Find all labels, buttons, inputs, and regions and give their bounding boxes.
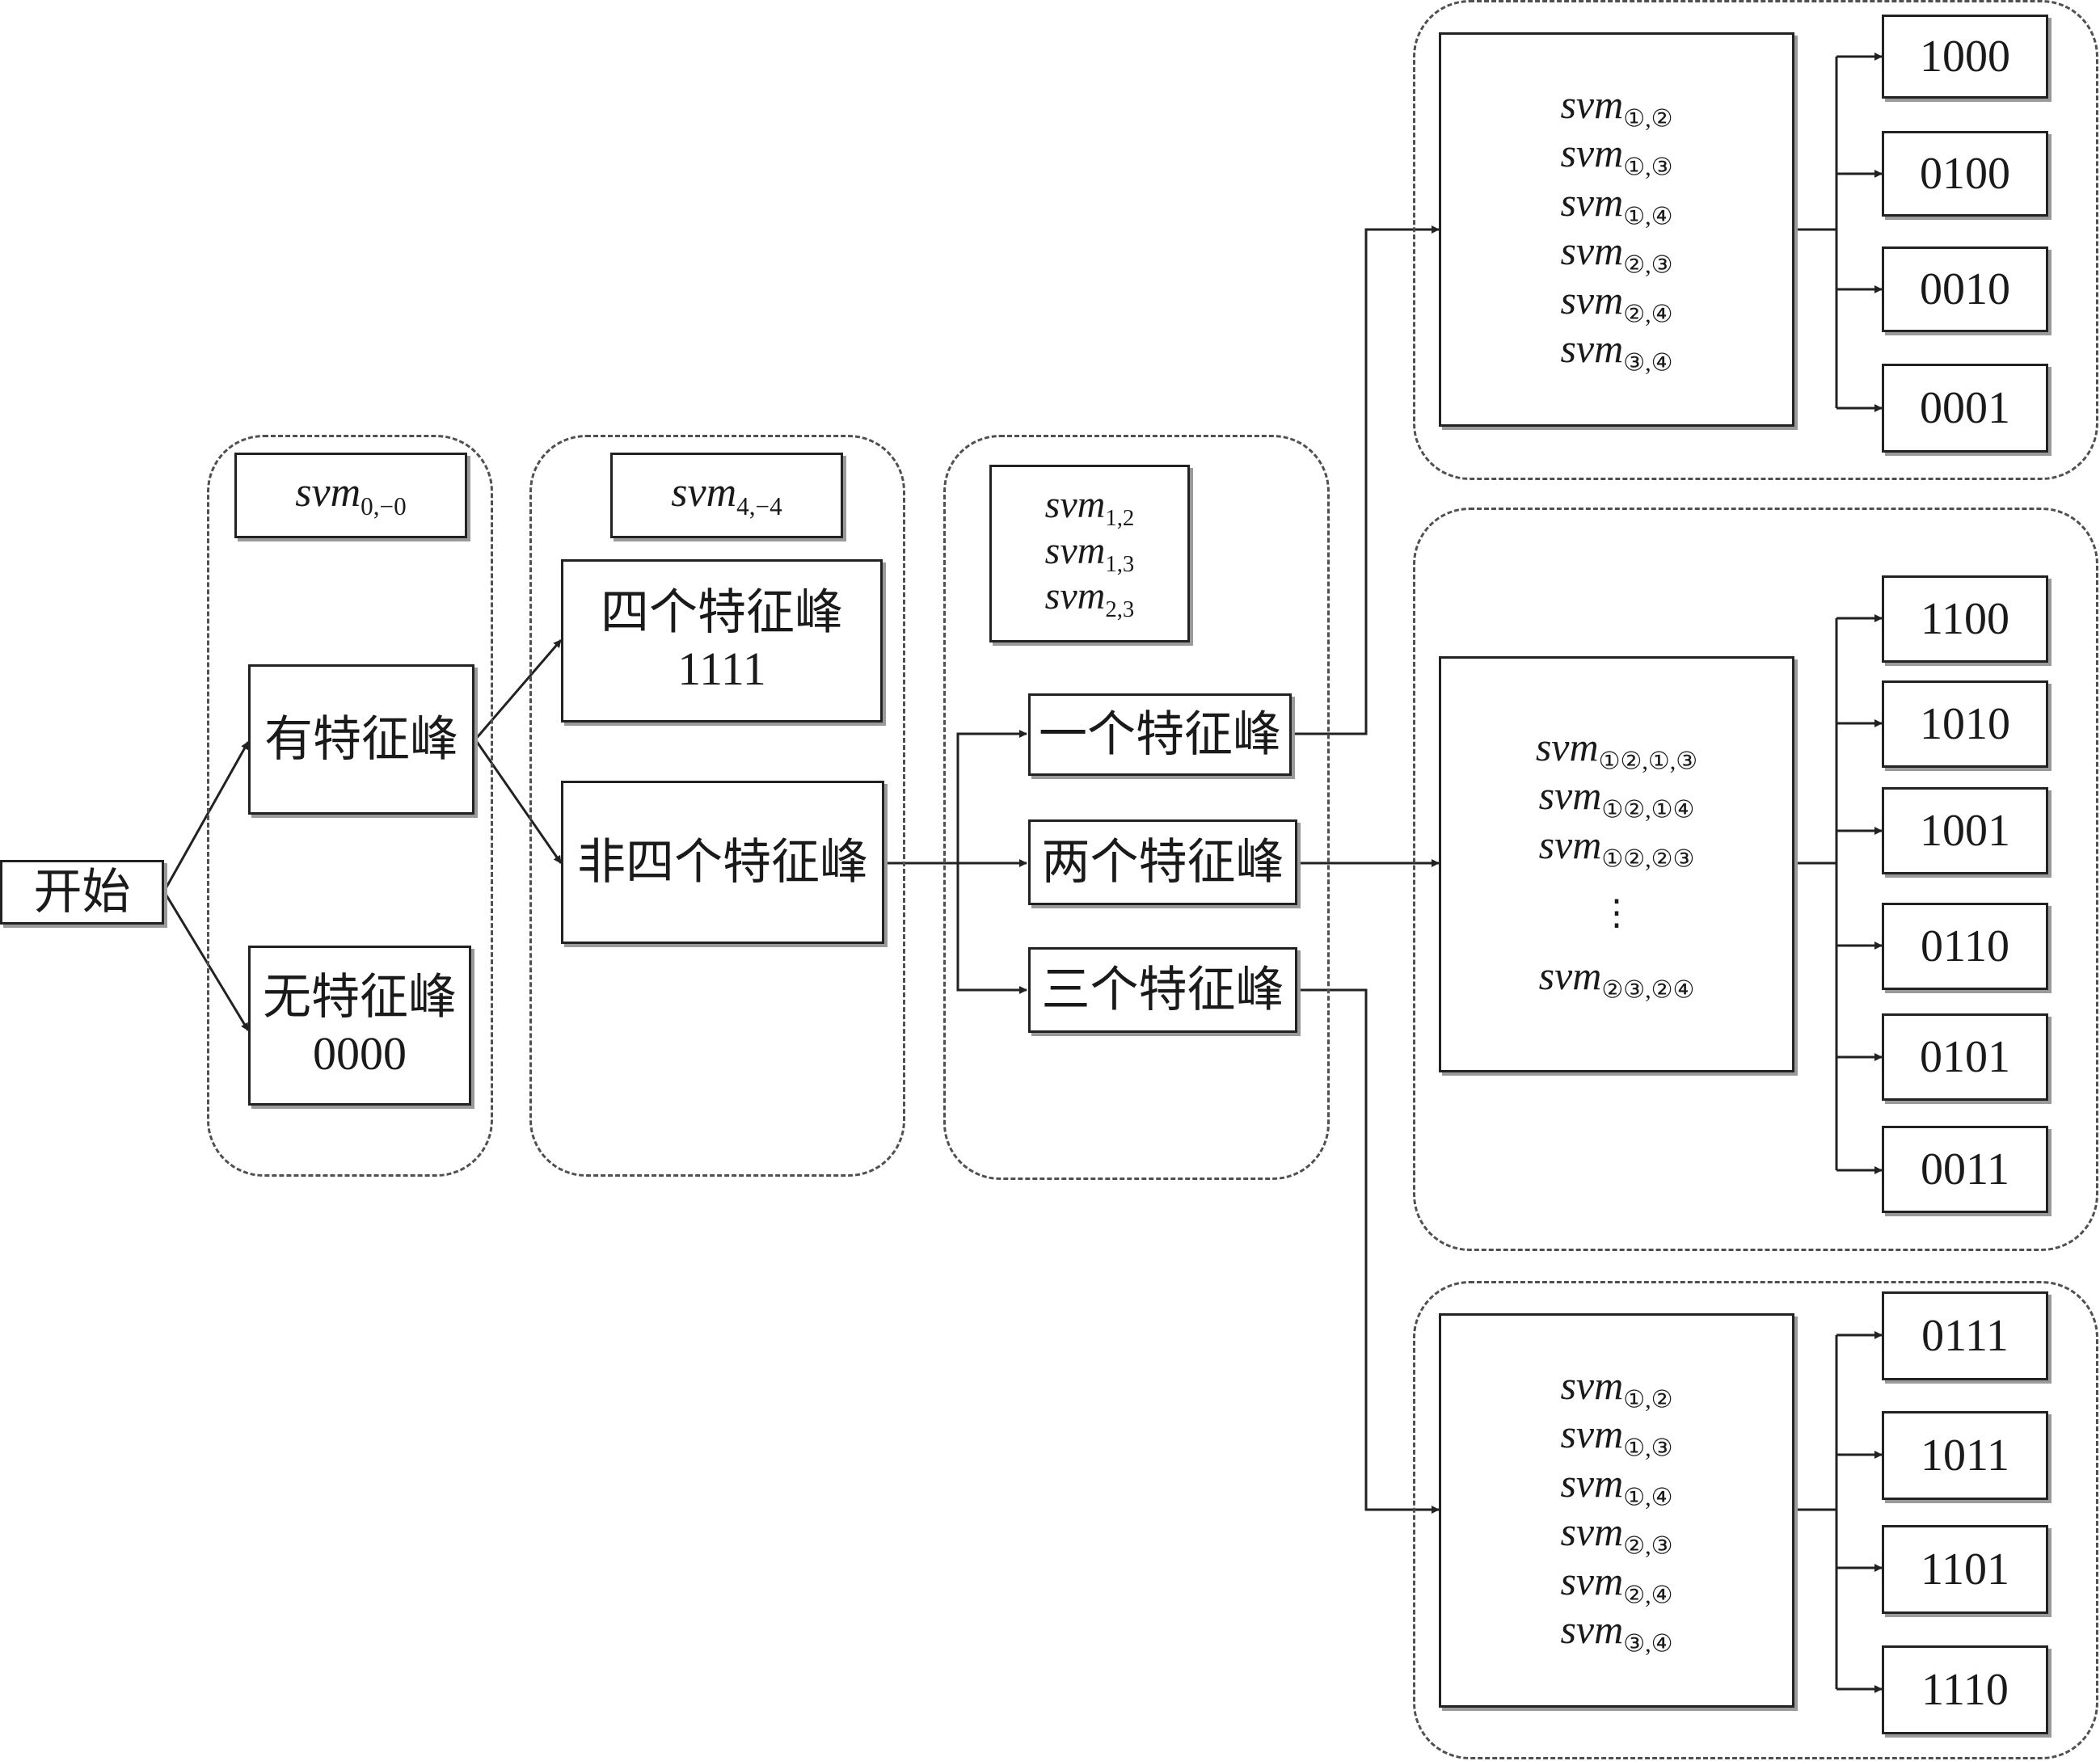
output-code-box: 1000: [1882, 15, 2048, 99]
has-peak-to-not-four-arrow: [474, 739, 563, 864]
has-peak-label: 有特征峰: [264, 710, 458, 768]
four-peaks-code: 1111: [677, 642, 766, 696]
no-peak-label: 无特征峰: [263, 969, 457, 1026]
output-code-box: 1100: [1882, 575, 2048, 663]
one-peak-svm-item: svm③,④: [1560, 326, 1673, 377]
three-peak-svm-item: svm①,④: [1560, 1460, 1673, 1510]
stage3-svm-item: svm1,2: [1044, 482, 1135, 531]
one-peak-label: 一个特征峰: [1039, 706, 1281, 763]
two-peak-svm-item: svm①②,①④: [1538, 773, 1695, 824]
stage3-svm-box: svm1,2 svm1,3 svm2,3: [989, 465, 1190, 642]
has-peak-to-four-peaks-arrow: [474, 639, 563, 740]
not-four-peaks-node: 非四个特征峰: [561, 781, 884, 944]
start-label: 开始: [33, 863, 131, 921]
one-peak-classifier-box: svm①,② svm①,③ svm①,④ svm②,③ svm②,④ svm③,…: [1439, 32, 1794, 427]
output-code-box: 1010: [1882, 680, 2048, 768]
stage3-svm-item: svm2,3: [1044, 575, 1135, 623]
output-code-box: 0101: [1882, 1013, 2048, 1101]
output-code-box: 1101: [1882, 1525, 2048, 1614]
three-peak-svm-item: svm①,②: [1560, 1362, 1673, 1413]
vertical-ellipsis: ⋮: [1599, 893, 1634, 933]
not-four-peaks-label: 非四个特征峰: [577, 833, 868, 891]
one-peak-svm-item: svm②,④: [1560, 276, 1673, 327]
one-peak-svm-item: svm①,②: [1560, 81, 1673, 132]
three-peak-svm-item: svm②,④: [1560, 1557, 1673, 1608]
three-peak-svm-item: svm③,④: [1560, 1607, 1673, 1658]
three-peak-svm-item: svm①,③: [1560, 1411, 1673, 1462]
two-peak-classifier-box: svm①②,①,③ svm①②,①④ svm①②,②③ ⋮ svm②③,②④: [1439, 656, 1794, 1072]
two-peak-branch-group: [1413, 508, 2098, 1251]
one-peak-svm-item: svm①,④: [1560, 179, 1673, 230]
output-code-box: 0001: [1882, 364, 2048, 453]
output-code-box: 0111: [1882, 1291, 2048, 1380]
stage1-svm-label: svm0,−0: [295, 469, 407, 520]
three-peak-branch-group: [1413, 1281, 2098, 1759]
start-node: 开始: [0, 860, 164, 925]
start-to-no-peak-arrow: [162, 891, 250, 1031]
one-peak-node: 一个特征峰: [1028, 693, 1292, 776]
stage2-group: [529, 435, 905, 1177]
three-peak-classifier-box: svm①,② svm①,③ svm①,④ svm②,③ svm②,④ svm③,…: [1439, 1313, 1794, 1708]
one-peak-svm-item: svm②,③: [1560, 228, 1673, 279]
stage2-svm-label: svm4,−4: [671, 469, 782, 520]
stage1-group: [207, 435, 493, 1177]
four-peaks-node: 四个特征峰 1111: [561, 559, 883, 723]
output-code-box: 0110: [1882, 903, 2048, 990]
output-code-box: 1001: [1882, 787, 2048, 874]
stage2-svm-box: svm4,−4: [610, 453, 843, 538]
output-code-box: 1011: [1882, 1411, 2048, 1500]
two-peak-svm-item: svm②③,②④: [1538, 953, 1695, 1004]
has-peak-node: 有特征峰: [248, 664, 474, 815]
three-peaks-label: 三个特征峰: [1041, 961, 1284, 1018]
output-code-box: 0010: [1882, 246, 2048, 332]
stage1-svm-box: svm0,−0: [234, 453, 467, 538]
three-peaks-node: 三个特征峰: [1028, 947, 1297, 1033]
start-to-has-peak-arrow: [162, 741, 250, 892]
bus-to-three-peaks-arrow: [956, 863, 1027, 994]
stage3-svm-item: svm1,3: [1044, 529, 1135, 577]
two-peak-svm-item: svm①②,②③: [1538, 821, 1695, 872]
output-code-box: 0011: [1882, 1126, 2048, 1213]
output-code-box: 0100: [1882, 131, 2048, 217]
two-peaks-node: 两个特征峰: [1028, 819, 1297, 905]
two-peak-svm-item: svm①②,①,③: [1535, 723, 1698, 774]
two-peaks-label: 两个特征峰: [1041, 833, 1284, 891]
no-peak-code: 0000: [313, 1027, 407, 1081]
one-peak-branch-group: [1413, 0, 2098, 480]
three-peaks-to-branch-arrow: [1297, 988, 1440, 1514]
output-code-box: 1110: [1882, 1645, 2048, 1734]
bus-to-one-peak-arrow: [956, 730, 1027, 863]
one-peak-svm-item: svm①,③: [1560, 130, 1673, 181]
stage3-group: [943, 435, 1330, 1180]
four-peaks-label: 四个特征峰: [601, 584, 843, 642]
three-peak-svm-item: svm②,③: [1560, 1509, 1673, 1560]
no-peak-node: 无特征峰 0000: [248, 946, 471, 1106]
